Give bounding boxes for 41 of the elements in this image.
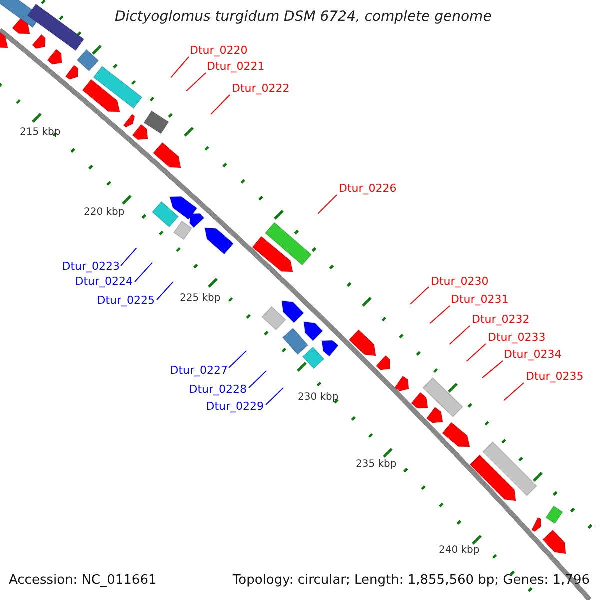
scale-label: 220 kbp: [84, 208, 125, 218]
leader-line: [266, 387, 284, 406]
leader-line: [120, 248, 138, 266]
gene-label: Dtur_0222: [232, 83, 290, 94]
leader-line: [228, 350, 248, 368]
gene-label: Dtur_0224: [75, 276, 133, 287]
leader-line: [482, 360, 504, 379]
gene-label: Dtur_0227: [170, 365, 228, 376]
footer-text: Topology: circular; Length: 1,855,560 bp; Genes: 1,796: [232, 574, 590, 587]
gene-label: Dtur_0230: [431, 276, 489, 287]
title: Dictyoglomus turgidum DSM 6724, complete genome: [115, 10, 492, 24]
gene-label: Dtur_0229: [206, 401, 264, 412]
scale-label: 235 kbp: [356, 460, 397, 470]
leader-line: [466, 344, 486, 362]
leader-line: [170, 56, 190, 78]
gene-label: Dtur_0221: [207, 61, 265, 72]
gene-label: Dtur_0226: [339, 183, 397, 194]
leader-line: [186, 72, 206, 92]
gene-label: Dtur_0220: [190, 45, 248, 56]
gene-label: Dtur_0225: [97, 295, 155, 306]
leader-line: [156, 281, 174, 300]
leader-line: [248, 370, 268, 388]
leader-line: [318, 194, 338, 214]
leader-line: [134, 262, 154, 282]
scale-label: 230 kbp: [298, 393, 339, 403]
leader-line: [429, 306, 450, 324]
gene-label: Dtur_0234: [504, 349, 562, 360]
gene-label: Dtur_0223: [62, 261, 120, 272]
gene-label: Dtur_0228: [189, 384, 247, 395]
gene-label: Dtur_0235: [526, 371, 584, 382]
leader-line: [410, 286, 430, 305]
gene-label: Dtur_0233: [488, 332, 546, 343]
scale-label: 225 kbp: [180, 294, 221, 304]
footer-text: Accession: NC_011661: [9, 574, 157, 587]
leader-line: [210, 94, 230, 116]
leader-line: [449, 326, 470, 345]
scale-label: 215 kbp: [20, 128, 61, 138]
scale-label: 240 kbp: [439, 546, 480, 556]
gene-label: Dtur_0231: [451, 294, 509, 305]
leader-line: [503, 382, 524, 402]
gene-label: Dtur_0232: [472, 314, 530, 325]
